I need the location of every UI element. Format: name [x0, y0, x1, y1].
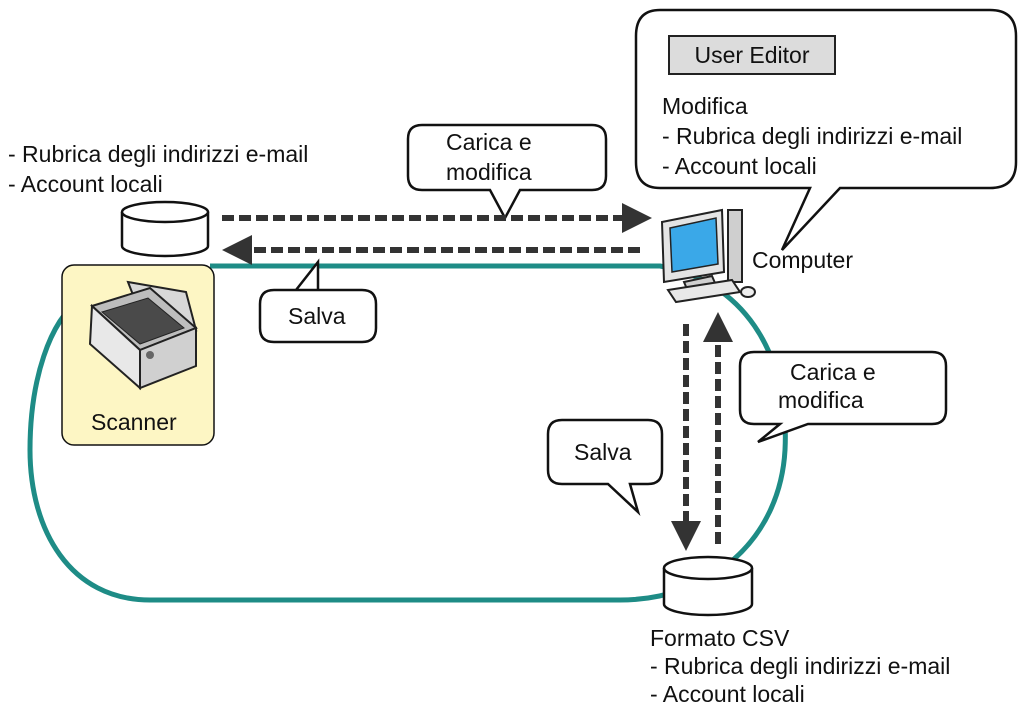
scanner-label: Scanner: [91, 409, 177, 435]
load-edit-right-line1: Carica e: [790, 359, 876, 385]
callout-item-local-accounts: - Account locali: [662, 153, 817, 179]
computer-label: Computer: [752, 247, 853, 273]
user-editor-label: User Editor: [668, 35, 836, 75]
scanner-icon: [88, 280, 198, 391]
csv-item-address-book: - Rubrica degli indirizzi e-mail: [650, 653, 951, 679]
csv-database-icon: [662, 555, 754, 617]
scanner-database-icon: [120, 200, 210, 258]
computer-icon: [660, 208, 756, 304]
csv-heading: Formato CSV: [650, 625, 790, 651]
scanner-store-item-address-book: - Rubrica degli indirizzi e-mail: [8, 141, 309, 167]
save-bubble-right: [546, 418, 664, 516]
load-edit-bubble-right: [738, 350, 948, 444]
callout-item-address-book: - Rubrica degli indirizzi e-mail: [662, 123, 963, 149]
save-top-label: Salva: [288, 303, 346, 329]
callout-heading: Modifica: [662, 93, 748, 119]
load-edit-top-line2: modifica: [446, 159, 532, 185]
scanner-store-item-local-accounts: - Account locali: [8, 171, 163, 197]
load-edit-bubble-top: [406, 123, 608, 221]
network-loop: [27, 263, 788, 603]
load-edit-top-line1: Carica e: [446, 129, 532, 155]
load-edit-right-line2: modifica: [778, 387, 864, 413]
csv-item-local-accounts: - Account locali: [650, 681, 805, 707]
save-bubble-top: [258, 258, 378, 344]
save-right-label: Salva: [574, 439, 632, 465]
